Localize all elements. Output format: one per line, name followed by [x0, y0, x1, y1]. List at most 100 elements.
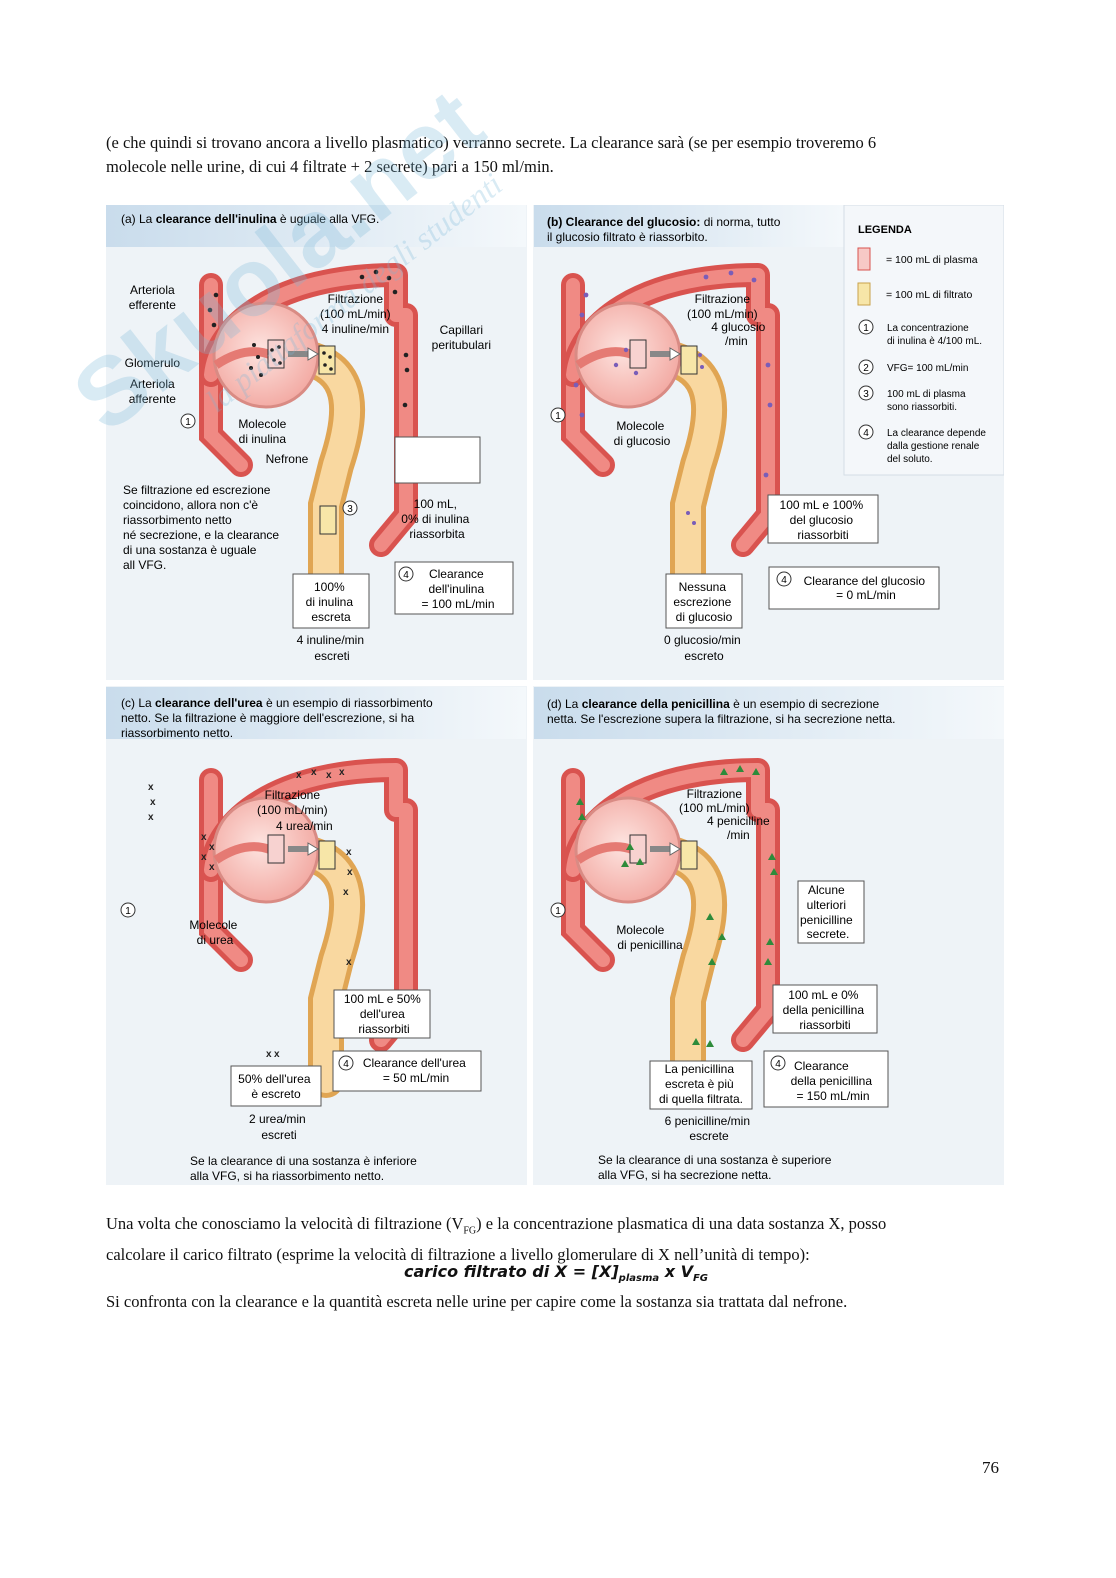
box-b4-2: = 0 mL/min [836, 588, 896, 602]
filtrate-sample-a [319, 505, 337, 535]
box-c-exc-1: 50% dell'urea [238, 1072, 311, 1086]
box-a-exc-1: 100% [314, 580, 345, 594]
svg-text:100 mL, 0% di inulina: 100 mL, 0% di inulina riassorbita [401, 497, 472, 541]
svg-text:4: 4 [863, 428, 869, 439]
svg-text:Clearance dell'urea = 50: Clearance dell'urea = 50 mL/min [363, 1056, 469, 1085]
label-filtrazione-c-1: Filtrazione [265, 788, 321, 802]
label-filtrazione-a-1: Filtrazione [328, 292, 384, 306]
box-d3-1: 100 mL e 0% [788, 988, 859, 1002]
svg-text:x: x [201, 852, 207, 863]
box-c4-2: = 50 mL/min [383, 1071, 449, 1085]
svg-text:x: x [346, 957, 352, 968]
legend-filtrato: = 100 mL di filtrato [886, 289, 972, 301]
svg-text:x: x [266, 1049, 272, 1060]
svg-text:2 urea/min escreti: 2 urea/min escreti [249, 1112, 309, 1142]
svg-text:x: x [274, 1049, 280, 1060]
svg-text:4: 4 [343, 1059, 349, 1070]
svg-text:x: x [346, 847, 352, 858]
box-b3-3: riassorbiti [797, 528, 848, 542]
panel-a-bottom-2: escreti [314, 649, 349, 663]
label-filtrazione-b-3: 4 glucosio [711, 320, 765, 334]
svg-text:La penicillina escreta è: La penicillina escreta è più di quella f… [659, 1062, 743, 1106]
box-excreted-d [649, 1060, 753, 1110]
label-molecole-inulina-2: di inulina [239, 432, 287, 446]
svg-text:Se filtrazione ed escrezione: Se filtrazione ed escrezione coincidono,… [123, 483, 282, 572]
svg-text:x: x [296, 770, 302, 781]
label-filtrazione-c-3: 4 urea/min [276, 819, 333, 833]
legend-plasma: = 100 mL di plasma [886, 254, 978, 266]
legend-3-2: sono riassorbiti. [887, 402, 957, 413]
box-clearance-b [768, 566, 940, 610]
svg-text:0 glucosio/min escreto: 0 glucosio/min escreto [664, 633, 744, 663]
label-glomerulo: Glomerulo [125, 356, 181, 370]
panel-a-title-pre: (a) La [121, 212, 156, 226]
panel-c-bottom-1: 2 urea/min [249, 1112, 306, 1126]
panel-c-title-2: netto. Se la filtrazione è maggiore dell… [121, 711, 414, 725]
panel-a-note-6: all VFG. [123, 558, 166, 572]
panel-b-title-post: di norma, tutto [700, 215, 780, 229]
svg-text:1: 1 [125, 906, 131, 917]
legend-1-2: di inulina è 4/100 mL. [887, 336, 982, 347]
label-filtrazione-c-2: (100 mL/min) [257, 803, 328, 817]
svg-text:x: x [343, 887, 349, 898]
svg-text:Filtrazione (100 mL/min): Filtrazione (100 mL/min) 4 glucosio /min… [614, 292, 769, 448]
label-filtrazione-a-2: (100 mL/min) [320, 307, 391, 321]
box-d3-3: riassorbiti [799, 1018, 850, 1032]
svg-text:Clearance del glucosio =: Clearance del glucosio = 0 mL/min [804, 574, 929, 602]
label-molecole-urea-2: di urea [197, 933, 234, 947]
panel-a-note-5: di una sostanza è uguale [123, 543, 257, 557]
svg-text:Se la clearance di una sostanz: Se la clearance di una sostanza è superi… [598, 1153, 835, 1182]
label-arteriola-afferente-1: Arteriola [130, 377, 175, 391]
svg-text:Alcune ulteriori p: Alcune ulteriori penicilline secrete. [800, 883, 856, 941]
svg-text:50% dell'urea è escreto: 50% dell'urea è escreto [238, 1072, 314, 1101]
svg-text:100 mL e 100% del glucos: 100 mL e 100% del glucosio riassorbiti [780, 498, 867, 542]
box-b4-1: Clearance del glucosio [804, 574, 926, 588]
label-molecole-penicillina-1: Molecole [616, 923, 664, 937]
svg-text:1: 1 [555, 411, 561, 422]
box-d4-1: Clearance [794, 1059, 849, 1073]
svg-text:1: 1 [863, 323, 869, 334]
box-excreted-b [665, 573, 743, 629]
panel-d-note-1: Se la clearance di una sostanza è superi… [598, 1153, 832, 1167]
panel-d: (d) La clearance della penicillina è un … [547, 697, 896, 1182]
legend: LEGENDA = 100 mL di plasma = 100 mL di f… [843, 205, 1004, 476]
svg-text:Arteriola efferente: Arteriola efferente Filtrazione (100 mL/… [125, 283, 495, 466]
svg-text:(a) La clearance dell'inulina: (a) La clearance dell'inulina è uguale a… [121, 212, 379, 226]
box-clearance-c [332, 1050, 482, 1092]
label-filtrazione-d-2: (100 mL/min) [679, 801, 750, 815]
label-filtrazione-b-2: (100 mL/min) [687, 307, 758, 321]
box-d-exc-1: La penicillina [665, 1062, 735, 1076]
box-a4-3: = 100 mL/min [421, 597, 494, 611]
svg-text:Clearance dell'inulina: Clearance dell'inulina = 100 mL/min [421, 567, 494, 611]
label-arteriola-afferente-2: afferente [129, 392, 176, 406]
box-reabsorbed-c [333, 989, 431, 1039]
label-filtrazione-b-1: Filtrazione [695, 292, 751, 306]
svg-text:100% di inulina es: 100% di inulina escreta [306, 580, 357, 624]
label-filtrazione-d-1: Filtrazione [687, 787, 743, 801]
svg-text:Se la clearance di una sostanz: Se la clearance di una sostanza è inferi… [190, 1154, 420, 1183]
box-d-sec-3: penicilline [800, 913, 853, 927]
label-molecole-urea-1: Molecole [189, 918, 237, 932]
box-c3-2: dell'urea [360, 1007, 405, 1021]
label-capillari-1: Capillari [440, 323, 483, 337]
panel-c-note-2: alla VFG, si ha riassorbimento netto. [190, 1169, 384, 1183]
svg-text:3: 3 [347, 504, 353, 515]
panel-c: (c) La clearance dell'urea è un esempio … [120, 696, 482, 1183]
box-a4-1: Clearance [429, 567, 484, 581]
panel-a-note-2: coincidono, allora non c'è [123, 498, 258, 512]
panel-b: (b) Clearance del glucosio: di norma, tu… [547, 215, 940, 663]
svg-text:4: 4 [775, 1059, 781, 1070]
panel-c-bottom-2: escreti [261, 1128, 296, 1142]
intro-line-2: molecole nelle urine, di cui 4 filtrate … [106, 157, 554, 176]
panel-c-title-3: riassorbimento netto. [121, 726, 233, 740]
filtered-load-paragraph: Una volta che conosciamo la velocità di … [106, 1212, 1006, 1267]
box-b-exc-2: escrezione [673, 595, 731, 609]
svg-text:Filtrazione (100 mL/min): Filtrazione (100 mL/min) 4 penicilline /… [616, 787, 773, 952]
panel-b-title-bold: (b) Clearance del glucosio: [547, 215, 700, 229]
svg-text:Clearance della penicill: Clearance della penicillina = 150 mL/min [791, 1059, 876, 1103]
legend-2: VFG= 100 mL/min [887, 363, 968, 374]
box-d4-3: = 150 mL/min [796, 1089, 869, 1103]
panel-a-note-3: riassorbimento netto [123, 513, 232, 527]
